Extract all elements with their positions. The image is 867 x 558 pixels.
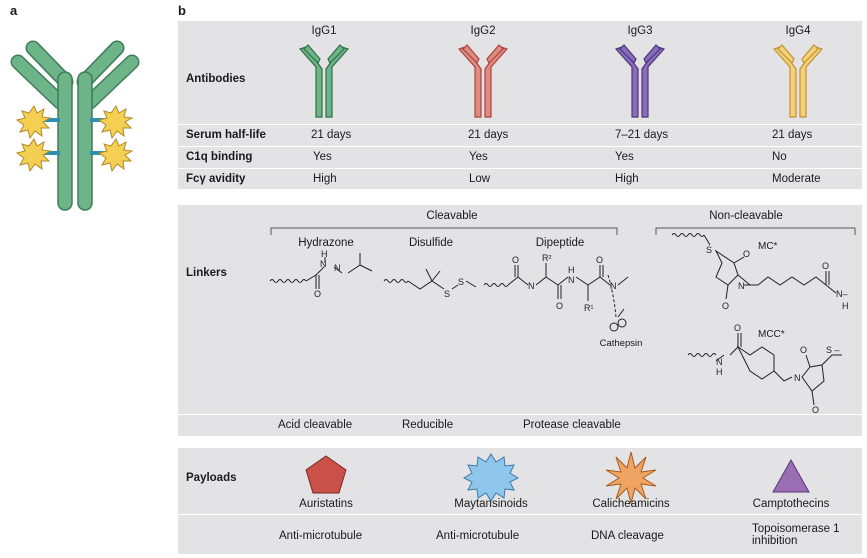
adc-antibody-icon	[10, 40, 140, 211]
igg2-antibody-icon	[457, 44, 509, 118]
linker-icon	[40, 118, 60, 122]
antibody-table: Antibodies IgG1 IgG2 IgG3 IgG4	[178, 21, 862, 189]
svg-text:S: S	[458, 277, 464, 287]
property-value: Yes	[615, 151, 634, 163]
linker-structures: O H N N S S O	[269, 227, 856, 415]
linker-type: Hydrazone	[298, 237, 354, 249]
svg-text:S: S	[444, 289, 450, 299]
panel-b-label: b	[178, 3, 186, 18]
svg-text:O: O	[822, 261, 829, 271]
svg-text:O: O	[314, 289, 321, 299]
svg-text:H: H	[842, 301, 849, 311]
property-value: Low	[469, 173, 491, 185]
hydrazone-structure	[269, 253, 373, 289]
payload-name: Auristatins	[299, 498, 353, 510]
panel-a-label: a	[10, 3, 18, 18]
property-value: 21 days	[772, 129, 813, 141]
svg-text:N: N	[610, 281, 617, 291]
linkers-row-label: Linkers	[186, 267, 227, 279]
payload-name: Camptothecins	[752, 498, 830, 510]
fc-gamma-avidity-label: Fcγ avidity	[186, 173, 246, 185]
mcc-structure	[687, 333, 842, 406]
linker-mechanism: Acid cleavable	[278, 419, 353, 431]
svg-text:S: S	[706, 245, 712, 255]
isotype-name: IgG2	[470, 25, 496, 37]
svg-text:O: O	[812, 405, 819, 415]
svg-text:O: O	[734, 323, 741, 333]
payload-icon	[15, 137, 52, 173]
star-icon	[605, 451, 657, 505]
igg3-antibody-icon	[614, 44, 666, 118]
adc-illustration	[10, 40, 140, 211]
serum-half-life-label: Serum half-life	[186, 129, 266, 141]
property-value: Yes	[313, 151, 332, 163]
payload-name: Maytansinoids	[454, 498, 528, 510]
svg-text:O: O	[722, 301, 729, 311]
linkers-box: Linkers Cleavable Non-cleavable O H N N	[178, 205, 862, 436]
payload-mechanism: Anti-microtubule	[279, 530, 363, 542]
burst-icon	[462, 453, 520, 502]
svg-text:N: N	[334, 263, 341, 273]
svg-text:O: O	[556, 301, 563, 311]
svg-text:R¹: R¹	[584, 303, 594, 313]
disulfide-structure	[383, 268, 477, 290]
payload-icon	[97, 104, 134, 140]
payload-mechanism: DNA cleavage	[591, 530, 664, 542]
linker-mechanism: Protease cleavable	[523, 419, 621, 431]
svg-text:N–: N–	[836, 289, 848, 299]
property-value: No	[772, 151, 787, 163]
payloads-row-label: Payloads	[186, 472, 237, 484]
svg-text:R²: R²	[542, 253, 552, 263]
property-value: High	[615, 173, 639, 185]
svg-text:N: N	[716, 357, 723, 367]
property-value: High	[313, 173, 337, 185]
cathepsin-label: Cathepsin	[599, 338, 643, 349]
svg-text:N: N	[738, 281, 745, 291]
scissors-icon	[607, 274, 627, 332]
dipeptide-structure	[483, 263, 629, 301]
property-value: Moderate	[772, 173, 821, 185]
isotype-name: IgG1	[311, 25, 337, 37]
svg-text:N: N	[794, 373, 801, 383]
linker-type: Disulfide	[408, 237, 454, 249]
svg-text:O: O	[743, 249, 750, 259]
triangle-icon	[772, 458, 810, 493]
property-value: 21 days	[311, 129, 352, 141]
svg-text:H: H	[716, 367, 723, 377]
c1q-binding-label: C1q binding	[186, 151, 253, 163]
property-value: 21 days	[468, 129, 509, 141]
isotype-name: IgG3	[627, 25, 653, 37]
payload-icon	[97, 137, 134, 173]
isotype-name: IgG4	[785, 25, 811, 37]
property-value: Yes	[469, 151, 488, 163]
payloads-box: Payloads Auristatins Maytansinoids Calic…	[178, 448, 862, 554]
svg-text:S –: S –	[826, 345, 840, 355]
payload-icons	[305, 451, 810, 505]
payload-name: Calicheamicins	[592, 498, 670, 510]
linker-icon	[40, 151, 60, 155]
payload-mechanism: Topoisomerase 1 inhibition	[752, 523, 840, 547]
svg-text:MC*: MC*	[758, 241, 778, 252]
igg4-antibody-icon	[772, 44, 824, 118]
svg-text:N: N	[528, 281, 535, 291]
svg-text:H: H	[321, 249, 328, 259]
mc-structure	[671, 233, 837, 300]
svg-text:MCC*: MCC*	[758, 329, 785, 340]
pentagon-icon	[305, 455, 347, 494]
property-value: 7–21 days	[615, 129, 669, 141]
antibodies-row-label: Antibodies	[186, 73, 246, 85]
linker-type: Dipeptide	[535, 237, 585, 249]
igg1-antibody-icon	[298, 44, 350, 118]
cleavable-label: Cleavable	[426, 210, 478, 222]
payload-icon	[15, 104, 52, 140]
svg-text:O: O	[596, 255, 603, 265]
payload-mechanism: Anti-microtubule	[436, 530, 520, 542]
linker-mechanism: Reducible	[402, 419, 454, 431]
svg-text:N: N	[320, 259, 327, 269]
svg-text:O: O	[800, 345, 807, 355]
svg-text:O: O	[512, 255, 519, 265]
svg-text:N: N	[568, 275, 575, 285]
svg-text:H: H	[568, 265, 575, 275]
non-cleavable-label: Non-cleavable	[709, 210, 783, 222]
